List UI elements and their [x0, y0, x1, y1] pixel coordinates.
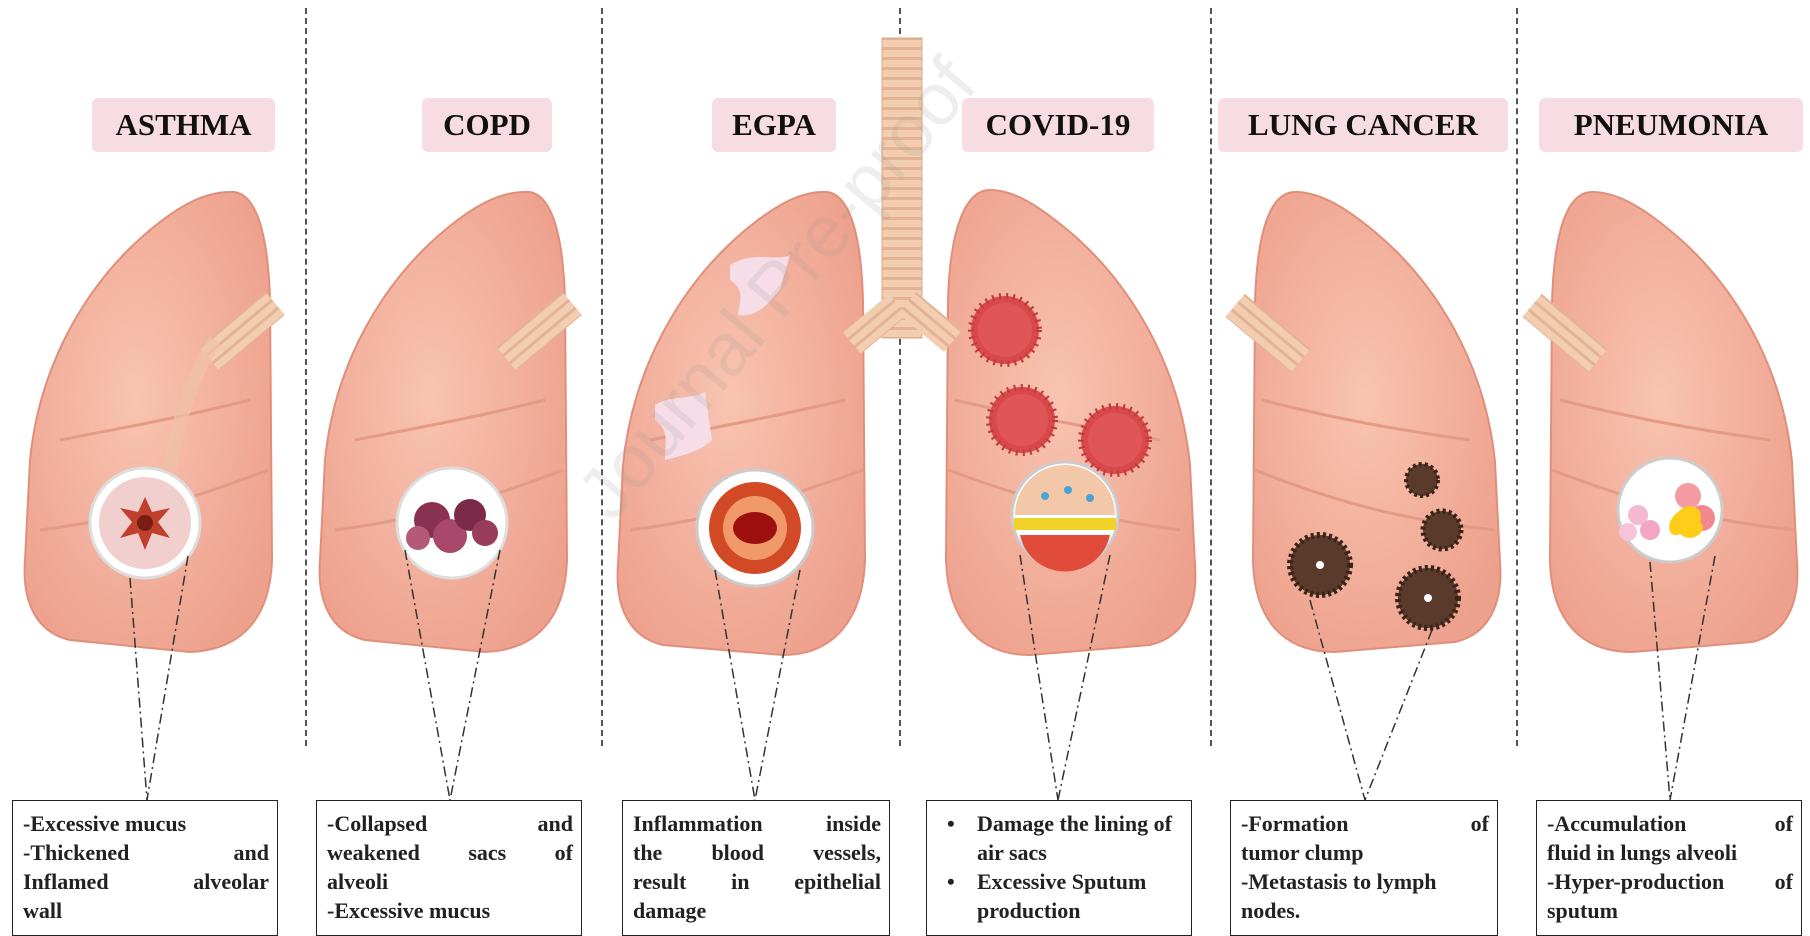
description-line: -Excessive mucus	[23, 809, 269, 838]
description-box-lung-cancer: -Formation of tumor clump -Metastasis to…	[1230, 800, 1498, 936]
tumor-clump	[1423, 511, 1461, 549]
description-bullet: Excessive Sputum production	[941, 867, 1183, 925]
description-line: -Formation of	[1241, 809, 1489, 838]
panel-title-egpa: EGPA	[712, 98, 836, 152]
description-line: alveoli	[327, 867, 573, 896]
description-line: -Thickened and	[23, 838, 269, 867]
virus-particle	[1081, 406, 1149, 474]
description-line: result in epithelial	[633, 867, 881, 896]
panel-title-pneumonia: PNEUMONIA	[1539, 98, 1803, 152]
description-box-pneumonia: -Accumulation of fluid in lungs alveoli …	[1536, 800, 1802, 936]
description-line: -Hyper-production of	[1547, 867, 1793, 896]
lung-asthma	[25, 192, 285, 800]
description-line: -Accumulation of	[1547, 809, 1793, 838]
description-line: nodes.	[1241, 896, 1489, 925]
lung-egpa	[618, 38, 922, 800]
panel-title-asthma: ASTHMA	[92, 98, 275, 152]
description-box-covid-19: Damage the lining of air sacs Excessive …	[926, 800, 1192, 936]
description-box-egpa: Inflammation inside the blood vessels, r…	[622, 800, 890, 936]
tumor-clump	[1398, 568, 1458, 628]
description-line: -Excessive mucus	[327, 896, 573, 925]
description-line: tumor clump	[1241, 838, 1489, 867]
panel-title-lung-cancer: LUNG CANCER	[1218, 98, 1508, 152]
description-box-asthma: -Excessive mucus -Thickened and Inflamed…	[12, 800, 278, 936]
lung-copd	[320, 192, 582, 800]
description-line: sputum	[1547, 896, 1793, 925]
virus-particle	[989, 387, 1055, 453]
description-line: -Collapsed and	[327, 809, 573, 838]
description-bullet: Damage the lining of air sacs	[941, 809, 1183, 867]
virus-particle	[971, 296, 1039, 364]
panel-title-covid-19: COVID-19	[962, 98, 1154, 152]
lung-lung-cancer	[1225, 192, 1500, 800]
panel-title-copd: COPD	[422, 98, 552, 152]
description-line: -Metastasis to lymph	[1241, 867, 1489, 896]
description-line: weakened sacs of	[327, 838, 573, 867]
lung-pneumonia	[1522, 192, 1797, 800]
tumor-clump	[1406, 464, 1438, 496]
description-line: damage	[633, 896, 881, 925]
description-line: Inflamed alveolar	[23, 867, 269, 896]
description-line: the blood vessels,	[633, 838, 881, 867]
description-box-copd: -Collapsed and weakened sacs of alveoli …	[316, 800, 582, 936]
tumor-clump	[1290, 535, 1350, 595]
description-line: fluid in lungs alveoli	[1547, 838, 1793, 867]
description-line: Inflammation inside	[633, 809, 881, 838]
lung-covid-19	[898, 190, 1195, 800]
description-line: wall	[23, 896, 269, 925]
